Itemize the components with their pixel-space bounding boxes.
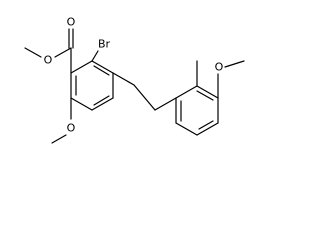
- ester-o-ch3: [24, 47, 42, 58]
- ring2-bond-e: [175, 122, 198, 136]
- ring1-double-1: [93, 65, 110, 76]
- ring1-bond-f: [70, 60, 93, 74]
- ring2-bond-a: [175, 85, 198, 99]
- bromine-label: Br: [98, 38, 111, 51]
- ring1-bond-d: [70, 97, 93, 111]
- ester-c-o: [54, 47, 72, 58]
- ring2-double-2: [198, 120, 214, 130]
- chemical-structure: O O Br O O: [24, 16, 245, 144]
- ring1-bond-a: [91, 60, 114, 74]
- bridge-1: [112, 72, 135, 86]
- ring2-bond-d: [196, 122, 219, 136]
- right-methoxy-ch3: [224, 60, 245, 68]
- carbonyl-oxygen-label: O: [67, 16, 76, 29]
- ring1-bond-c: [91, 97, 114, 111]
- ring2-double-1: [196, 90, 214, 101]
- c-br-bond: [91, 50, 99, 62]
- atom-labels: O O Br O O: [44, 16, 224, 135]
- bridge-3: [154, 97, 177, 111]
- bridge-2: [133, 84, 156, 111]
- ring2-bond-b: [196, 85, 219, 99]
- left-methoxy-ch3: [51, 134, 67, 144]
- ring1-double-2: [93, 95, 110, 106]
- bonds: [24, 28, 245, 144]
- left-methoxy-oxygen-label: O: [67, 122, 76, 135]
- ester-oxygen-label: O: [44, 54, 53, 67]
- right-methoxy-oxygen-label: O: [215, 61, 224, 74]
